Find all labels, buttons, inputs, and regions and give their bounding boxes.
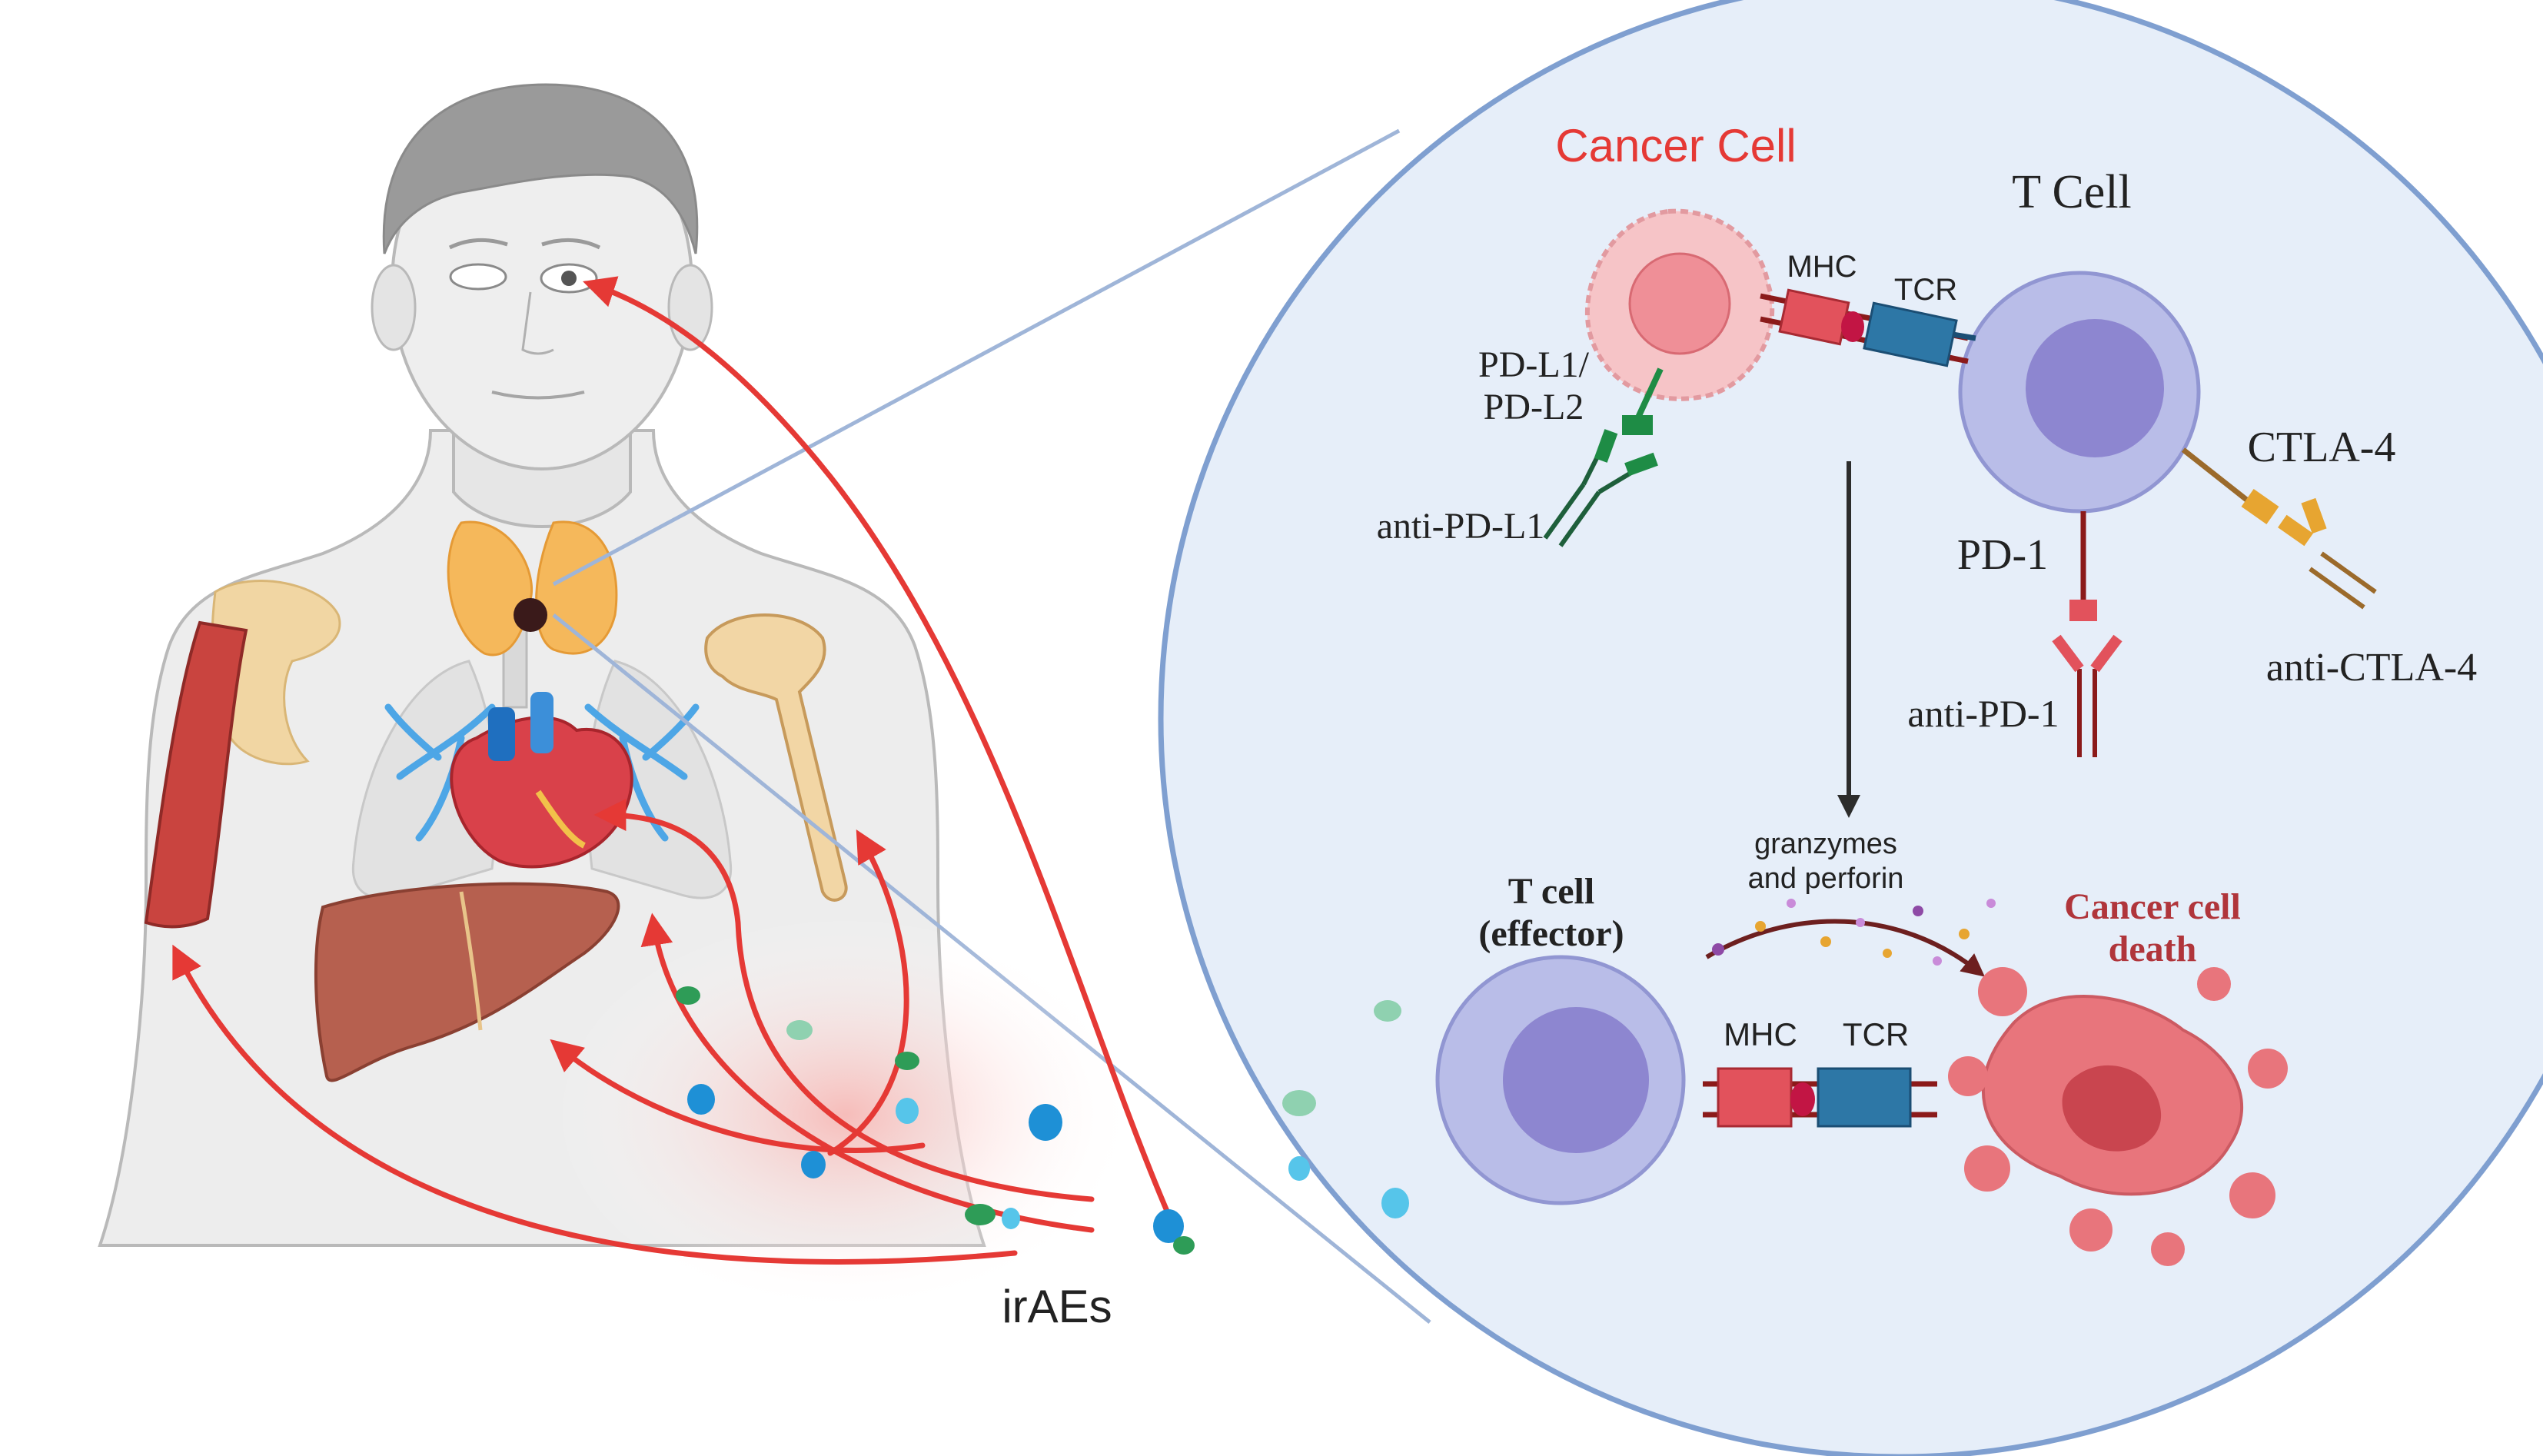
mhc-molecule-bottom [1717,1067,1793,1128]
cancer-death-label-line1: Cancer cell [2064,886,2241,927]
effector-t-cell [1435,955,1686,1205]
granzyme-particles [1712,899,1996,966]
ctla-4-receptor [2181,447,2279,524]
arrow-to-muscle [172,944,1018,1265]
pd-l1-receptor [1622,367,1664,435]
tcr-molecule-bottom [1817,1067,1912,1128]
mhc-label-top: MHC [1787,250,1857,284]
bone [704,613,848,902]
t-cell-title: T Cell [2012,166,2132,218]
dying-cancer-cell [1948,967,2288,1266]
pd-1-label: PD-1 [1957,531,2048,579]
immune-particles [676,986,1409,1255]
mhc-tcr-complex-bottom [1703,1067,1937,1128]
anti-ctla-4-label: anti-CTLA-4 [2266,646,2477,690]
anti-pd-l1-antibody [1543,429,1658,547]
tcr-label-bottom: TCR [1843,1016,1909,1052]
anti-pd-l1-label: anti-PD-L1 [1377,506,1545,547]
thyroid [447,520,618,657]
anti-ctla-4-antibody [2278,497,2377,610]
tcr-label-top: TCR [1894,273,1957,307]
cancer-death-label-line2: death [2109,929,2197,969]
mhc-label-bottom: MHC [1724,1016,1797,1052]
t-cell-nucleus [2026,319,2164,457]
zoom-line-top [552,128,1401,587]
granzymes-label-line2: and perforin [1748,863,1904,895]
arm-muscle [144,620,248,929]
anti-pd-1-label: anti-PD-1 [1907,692,2059,735]
mhc-tcr-complex-top [1760,288,1976,367]
liver [314,882,620,1082]
granzyme-arrow [1705,919,1985,977]
tcr-molecule-top [1863,301,1958,367]
t-cell [1958,271,2201,514]
arrow-to-eye [583,276,1172,1218]
t-cell-effector-label-line1: T cell [1508,871,1594,912]
human-body [98,83,986,1247]
arrow-to-heart [593,799,1095,1202]
effector-t-cell-nucleus [1503,1007,1649,1153]
arrow-to-liver-lower [550,1039,926,1153]
hair [382,83,699,254]
granzymes-label-line1: granzymes [1754,828,1897,860]
pd-1-receptor [2069,511,2097,621]
pd-l1-l2-label-line1: PD-L1/ [1478,344,1590,385]
ctla-4-label: CTLA-4 [2248,424,2396,471]
left-eye [449,263,507,291]
cancer-cell-title: Cancer Cell [1555,120,1796,171]
thyroid-tumor [514,598,547,632]
t-cell-effector-label-line2: (effector) [1478,913,1624,954]
arrow-to-bone [827,829,909,1156]
iraes-label: irAEs [1002,1281,1112,1332]
microenvironment-circle [1158,0,2543,1456]
pd-l1-l2-label-line2: PD-L2 [1484,387,1584,427]
left-ear [371,264,417,351]
cancer-cell [1584,208,1775,401]
anti-pd-1-antibody [2052,634,2122,757]
cancer-cell-nucleus [1628,252,1731,355]
